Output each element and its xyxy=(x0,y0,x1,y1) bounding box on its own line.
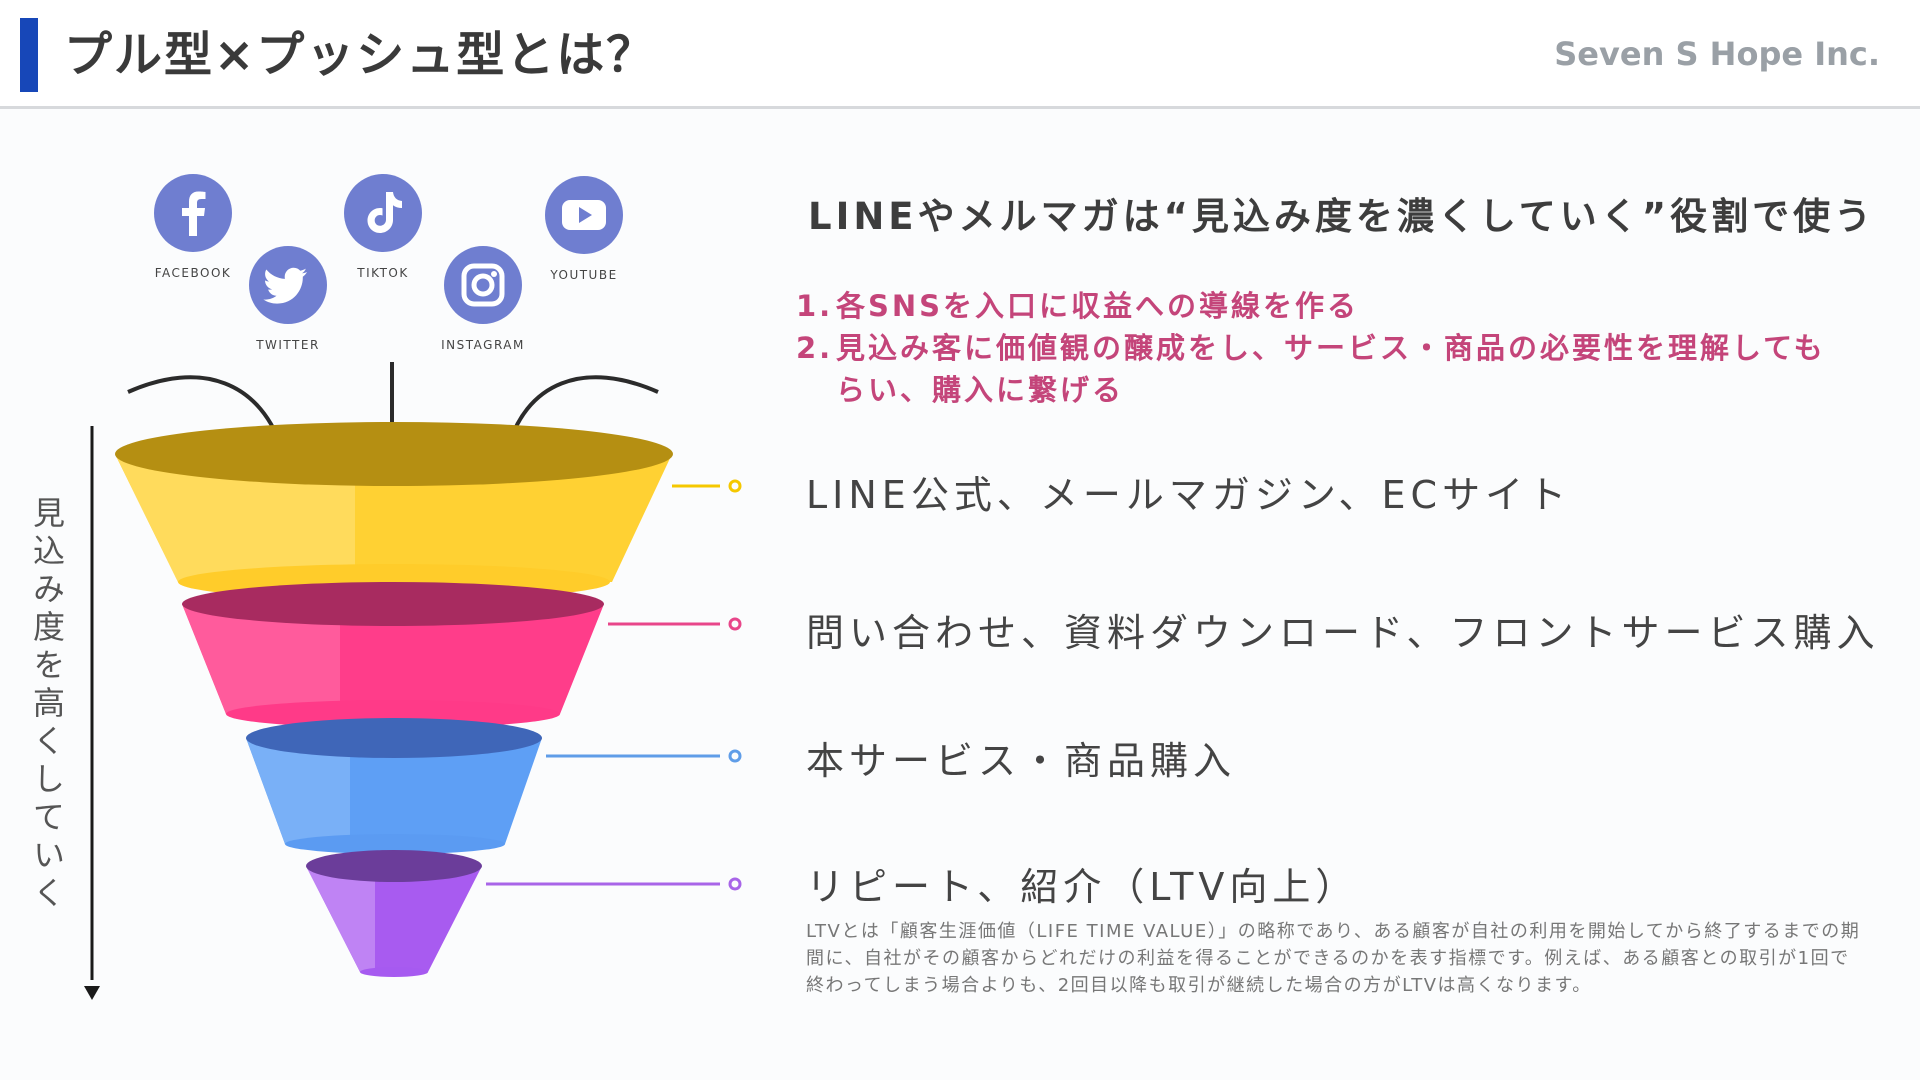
vertical-axis-label: 見込み度を高くしていく xyxy=(28,496,66,914)
vertical-axis-arrowhead xyxy=(84,986,100,1000)
social-youtube: YOUTUBE xyxy=(514,176,654,282)
instagram-icon xyxy=(444,246,522,324)
funnel-tier-4-highlight xyxy=(306,866,375,972)
funnel-tier-2-top xyxy=(182,582,604,626)
stage-label-3: 本サービス・商品購入 xyxy=(806,739,1237,783)
social-label: INSTAGRAM xyxy=(441,338,525,352)
stage-label-1: LINE公式、メールマガジン、ECサイト xyxy=(806,473,1572,517)
funnel-tier-1-highlight xyxy=(115,454,355,582)
ltv-note: LTVとは「顧客生涯価値（LIFE TIME VALUE）」の略称であり、ある顧… xyxy=(806,921,1861,996)
step-item: 2. 見込み客に価値観の醸成をし、サービス・商品の必要性を理解してもらい、購入に… xyxy=(796,327,1856,411)
funnel-tier-3-top xyxy=(246,718,542,758)
step-item: 1. 各SNSを入口に収益への導線を作る xyxy=(796,285,1856,327)
page-title: プル型×プッシュ型とは？ xyxy=(64,27,657,83)
social-twitter: TWITTER xyxy=(218,246,358,352)
connector-dot-2 xyxy=(728,617,742,631)
social-tiktok: TIKTOK xyxy=(313,174,453,280)
funnel-tier-4-top xyxy=(306,850,482,882)
twitter-icon xyxy=(249,246,327,324)
stage-label-2: 問い合わせ、資料ダウンロード、フロントサービス購入 xyxy=(806,611,1880,655)
social-label: FACEBOOK xyxy=(154,266,232,280)
funnel-tier-2-highlight xyxy=(182,604,340,714)
tiktok-icon xyxy=(344,174,422,252)
social-label: TIKTOK xyxy=(357,266,409,280)
step-text: 各SNSを入口に収益への導線を作る xyxy=(836,289,1360,323)
connector-dot-3 xyxy=(728,749,742,763)
step-number: 2. xyxy=(796,331,834,365)
social-label: YOUTUBE xyxy=(550,268,618,282)
facebook-icon xyxy=(154,174,232,252)
company-name: Seven S Hope Inc. xyxy=(1554,35,1880,73)
funnel-diagram xyxy=(90,362,742,980)
stage-label-4: リピート、紹介（LTV向上） xyxy=(806,865,1359,909)
step-number: 1. xyxy=(796,289,834,323)
social-facebook: FACEBOOK xyxy=(123,174,263,280)
social-instagram: INSTAGRAM xyxy=(413,246,553,352)
funnel-tier-2-bottom xyxy=(226,700,560,728)
step-text: 見込み客に価値観の醸成をし、サービス・商品の必要性を理解してもらい、購入に繋げる xyxy=(836,331,1826,407)
youtube-icon xyxy=(545,176,623,254)
connector-dot-1 xyxy=(728,479,742,493)
step-list: 1. 各SNSを入口に収益への導線を作る 2. 見込み客に価値観の醸成をし、サー… xyxy=(796,285,1856,411)
funnel-tier-4-bottom xyxy=(360,967,428,977)
title-accent-bar xyxy=(20,18,38,92)
header-bar: プル型×プッシュ型とは？ Seven S Hope Inc. xyxy=(0,0,1920,109)
headline: LINEやメルマガは“見込み度を濃くしていく”役割で使う xyxy=(808,195,1876,238)
funnel-tier-1-top xyxy=(115,422,673,486)
funnel-tier-3-bottom xyxy=(285,834,505,854)
funnel-tier-3-highlight xyxy=(246,738,350,844)
social-label: TWITTER xyxy=(256,338,320,352)
connector-dot-4 xyxy=(728,877,742,891)
